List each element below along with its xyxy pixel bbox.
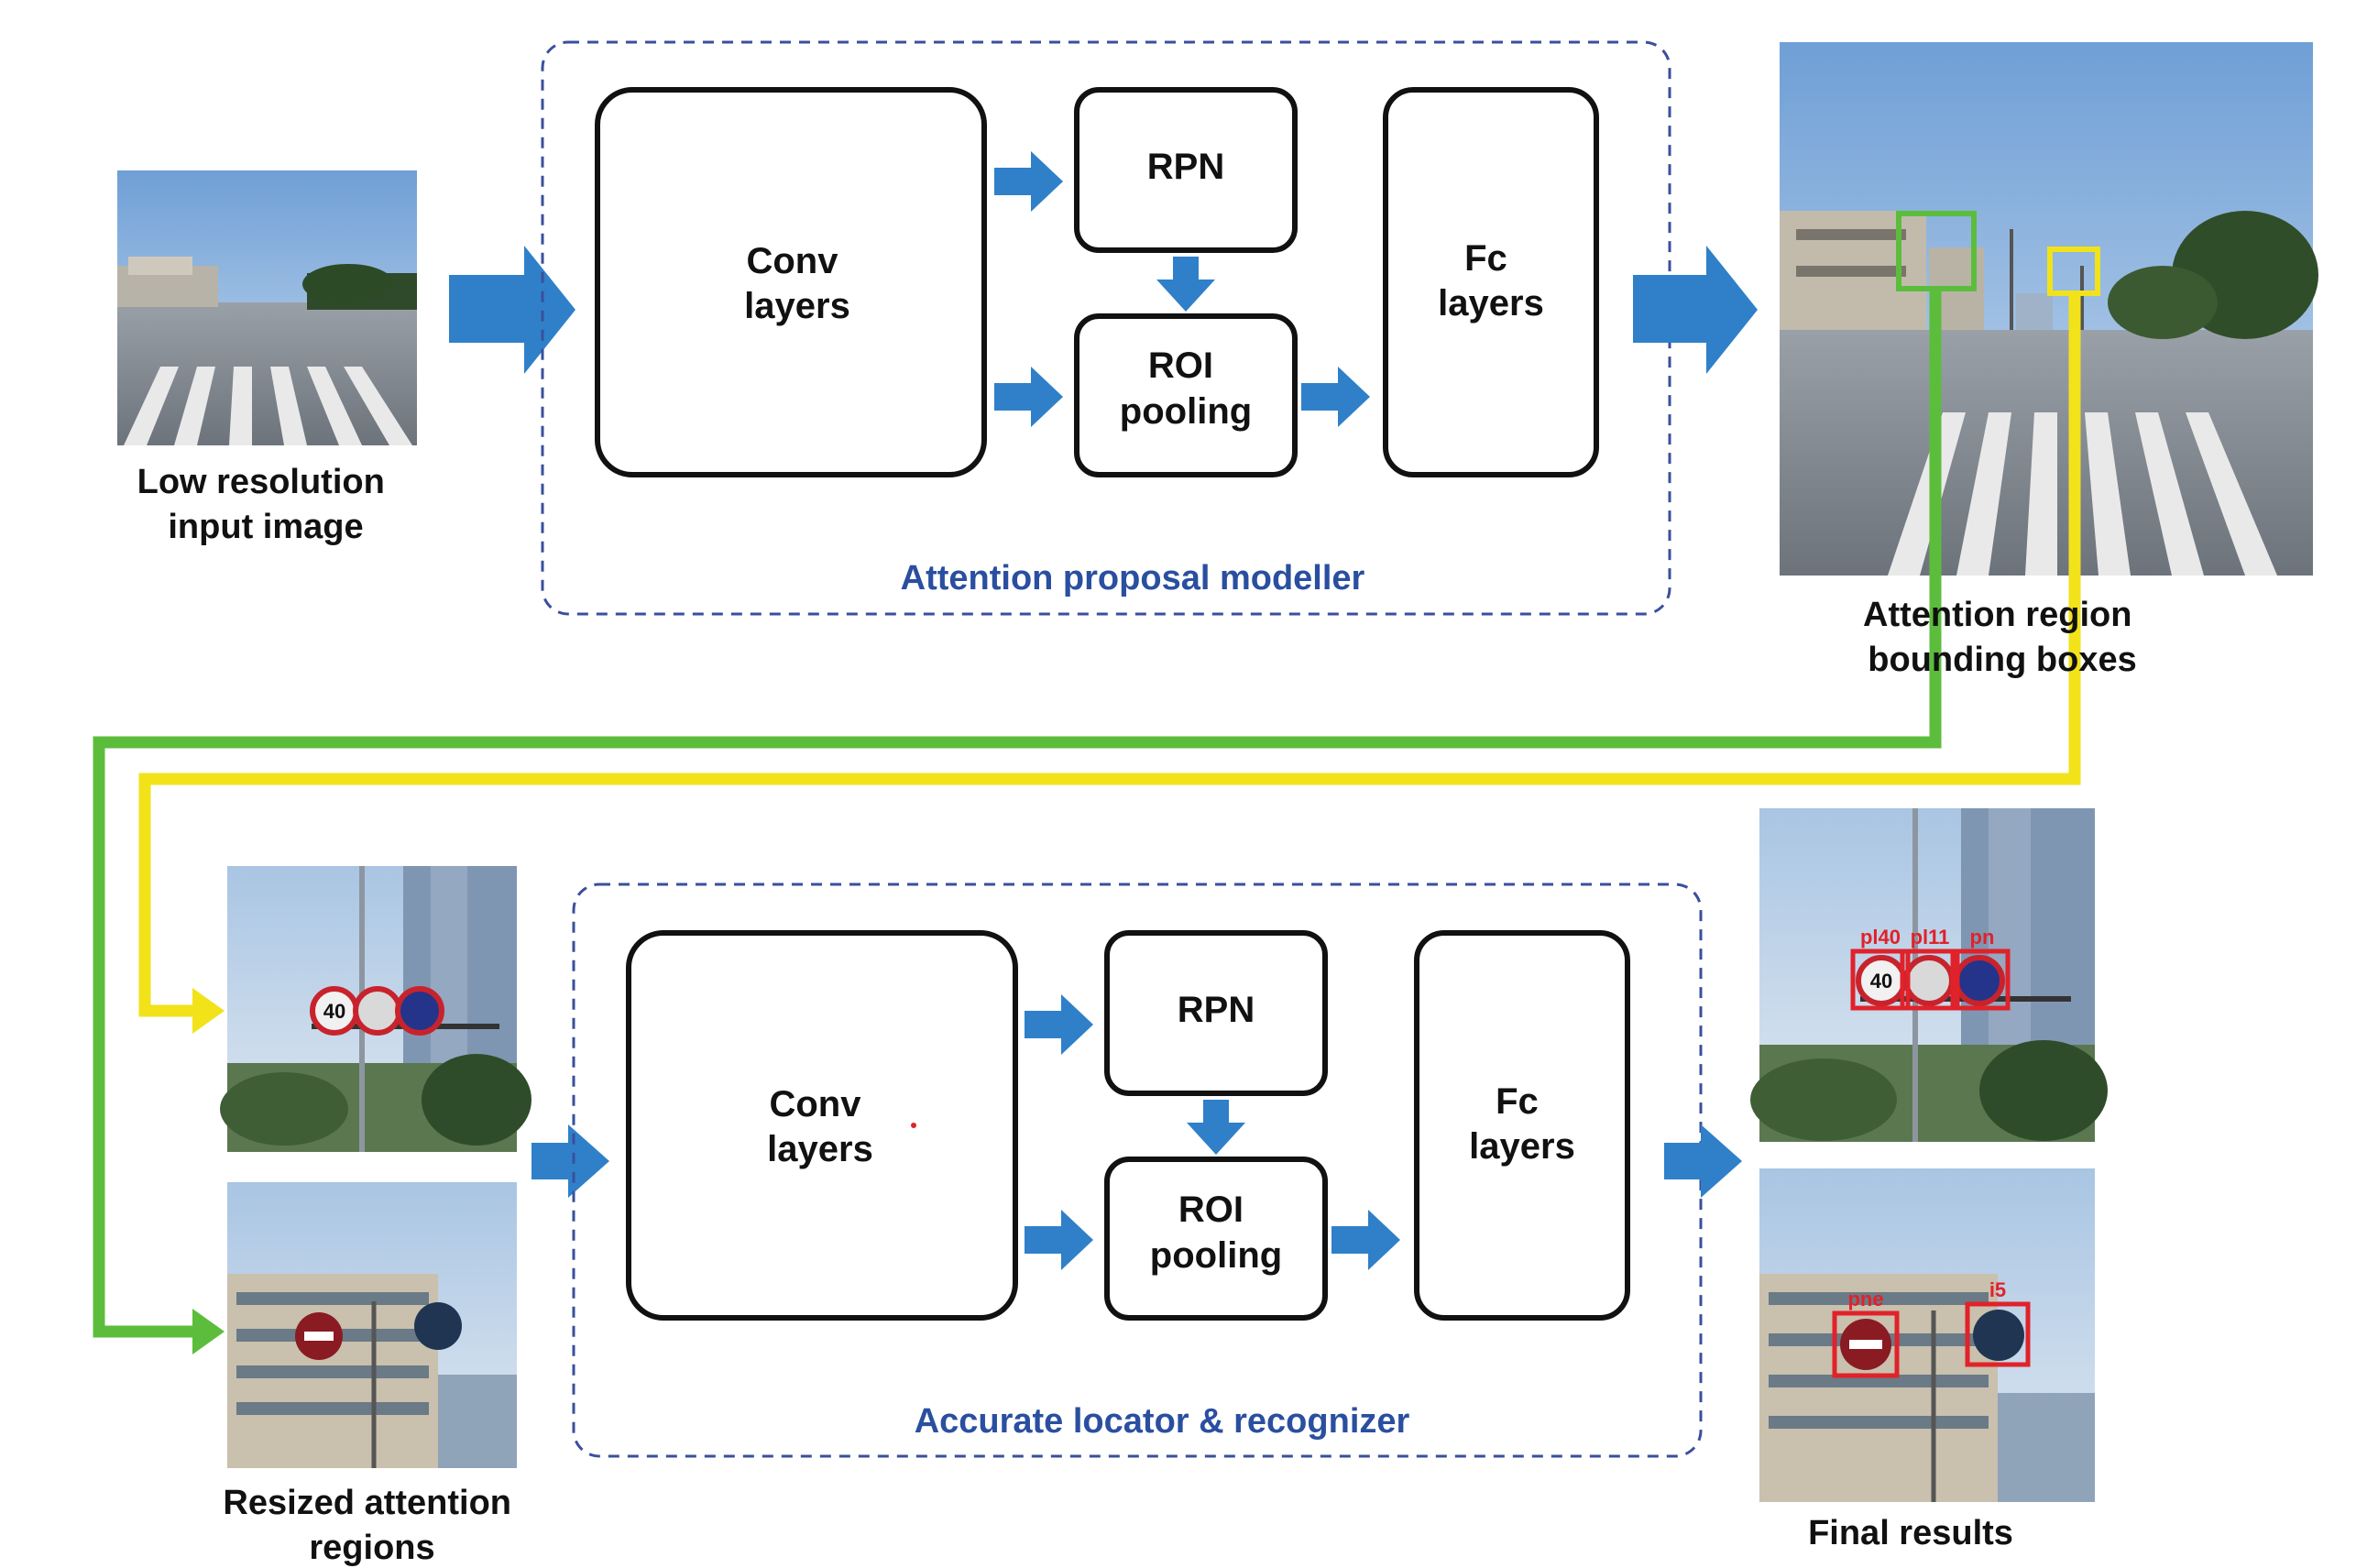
stray-red-dot <box>911 1123 916 1128</box>
rpn-label-bottom: RPN <box>1178 990 1255 1030</box>
fc-label-bottom-2: layers <box>1469 1126 1575 1167</box>
conv-label-bottom-1: Conv <box>769 1084 861 1124</box>
conv-layers-block-top <box>595 87 987 477</box>
attention-region-image <box>1780 42 2318 576</box>
svg-text:Conv layers: Conv layers <box>767 1084 873 1169</box>
tag-pn: pn <box>1970 926 1995 948</box>
conv-label-top-2: layers <box>744 286 850 326</box>
green-path-arrowhead <box>192 1309 225 1354</box>
resized-region-signs-image: 40 <box>220 866 531 1152</box>
resized-caption-line-2: regions <box>309 1529 434 1567</box>
arrow-conv-to-rpn-top <box>994 151 1063 212</box>
yellow-path <box>138 296 2081 1017</box>
arrow-modeller-to-boxes <box>1633 246 1758 374</box>
boxes-caption-line-2: bounding boxes <box>1868 641 2136 679</box>
svg-text:ROI pooling: ROI pooling <box>1120 345 1252 432</box>
detection-box-pl40 <box>1850 948 1911 1011</box>
arrow-regions-to-recognizer <box>531 1124 609 1198</box>
conv-label-bottom-2: layers <box>767 1129 873 1169</box>
roi-label-top-2: pooling <box>1120 391 1252 432</box>
detection-box-pne <box>1832 1310 1900 1378</box>
svg-text:Fc layers: Fc layers <box>1438 238 1544 323</box>
fc-layers-block-top <box>1383 87 1599 477</box>
arrow-conv-to-rpn-bottom <box>1025 994 1093 1055</box>
roi-label-top-1: ROI <box>1148 345 1213 386</box>
final-results-caption: Final results <box>1808 1514 2013 1552</box>
svg-text:Low resolution input image: Low resolution input image <box>137 463 395 546</box>
input-caption-line-2: input image <box>168 508 363 546</box>
conv-label-top-1: Conv <box>746 241 838 281</box>
fc-label-top-2: layers <box>1438 283 1544 323</box>
svg-text:Fc layers: Fc layers <box>1469 1081 1575 1167</box>
detection-box-i5 <box>1965 1301 2031 1367</box>
resized-caption-line-1: Resized attention <box>223 1484 511 1522</box>
rpn-label-top: RPN <box>1147 147 1224 187</box>
accurate-locator-label: Accurate locator & recognizer <box>915 1402 1410 1441</box>
roi-label-bottom-2: pooling <box>1150 1235 1282 1276</box>
tag-i5: i5 <box>1989 1278 2006 1301</box>
arrow-roi-to-fc-top <box>1301 367 1370 427</box>
roi-pooling-block-top <box>1074 313 1298 477</box>
svg-text:Resized attention regions: Resized attention regions <box>223 1484 521 1567</box>
fc-label-top-1: Fc <box>1464 238 1507 279</box>
svg-text:Conv layers: Conv layers <box>744 241 850 326</box>
arrow-roi-to-fc-bottom <box>1331 1210 1400 1270</box>
arrow-recognizer-to-results <box>1664 1124 1742 1198</box>
arrow-conv-to-roi-top <box>994 367 1063 427</box>
fc-layers-block-bottom <box>1414 930 1630 1321</box>
final-result-building-image <box>1759 1168 2095 1502</box>
green-attention-box <box>1896 211 1977 291</box>
sign-40-text-resized: 40 <box>323 1000 345 1023</box>
arrow-input-to-modeller <box>449 246 575 374</box>
resized-region-building-image <box>227 1182 517 1468</box>
svg-text:ROI pooling: ROI pooling <box>1150 1190 1282 1276</box>
arrow-rpn-to-roi-top <box>1156 257 1215 312</box>
roi-label-bottom-1: ROI <box>1178 1190 1244 1230</box>
fc-label-bottom-1: Fc <box>1496 1081 1539 1122</box>
detection-box-pl11 <box>1900 948 1960 1011</box>
svg-text:Attention region bounding: Attention region bounding boxes <box>1863 596 2142 679</box>
boxes-caption-line-1: Attention region <box>1863 596 2131 634</box>
conv-layers-block-bottom <box>626 930 1018 1321</box>
detection-box-pn <box>1950 948 2011 1011</box>
yellow-path-arrowhead <box>192 988 225 1034</box>
tag-pl40: pl40 <box>1860 926 1901 948</box>
rpn-block-top <box>1074 87 1298 253</box>
tag-pne: pne <box>1847 1288 1883 1310</box>
final-result-signs-image: 40 <box>1750 808 2108 1142</box>
yellow-attention-box <box>2047 247 2100 296</box>
input-caption-line-1: Low resolution <box>137 463 385 501</box>
attention-proposal-modeller-label: Attention proposal modeller <box>901 559 1365 598</box>
tag-pl11: pl11 <box>1911 926 1950 948</box>
rpn-block-bottom <box>1104 930 1328 1096</box>
roi-pooling-block-bottom <box>1104 1157 1328 1321</box>
green-path <box>93 291 1942 1338</box>
arrow-rpn-to-roi-bottom <box>1187 1100 1245 1155</box>
arrow-conv-to-roi-bottom <box>1025 1210 1093 1270</box>
low-resolution-input-image <box>117 170 417 445</box>
sign-40-text-final: 40 <box>1870 970 1892 992</box>
